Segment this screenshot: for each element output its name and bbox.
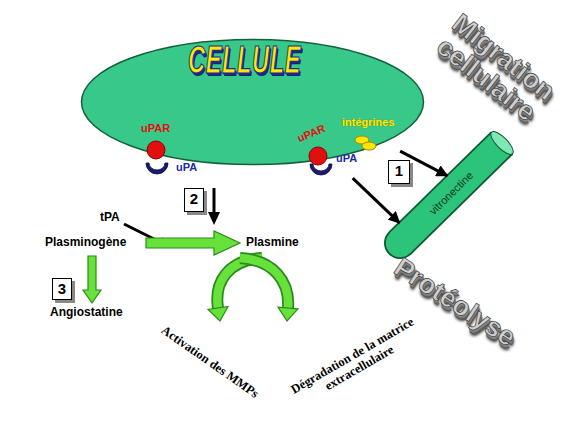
binding-arrow — [400, 151, 447, 176]
cylinder-outline — [400, 143, 502, 243]
callout-number: 3 — [53, 281, 71, 298]
curved-arrow — [240, 258, 288, 308]
ligand-symbol — [310, 164, 332, 175]
molecule-label: tPA — [100, 211, 120, 225]
callout-number: 1 — [389, 163, 409, 180]
cell-membrane — [82, 40, 424, 165]
integrin-label: intégrines — [342, 116, 395, 128]
process-label: Activation des MMPs — [159, 323, 262, 401]
activation-arrow-line — [213, 188, 216, 213]
molecule-label: Plasminogène — [45, 236, 126, 250]
ligand-symbol — [146, 163, 168, 174]
cylinder-body — [400, 143, 502, 243]
receptor-circle: uPAR — [300, 130, 340, 168]
vitronectin-cylinder: vitronectine — [380, 125, 520, 260]
conversion-arrow — [146, 231, 240, 255]
cell-ellipse: CELLULEuPARuPARintégrines — [80, 38, 425, 166]
cylinder-cap — [488, 128, 517, 157]
receptor-circle: uPAR — [138, 122, 174, 160]
curved-arrow-outline — [240, 258, 288, 308]
molecule-label: Plasmine — [246, 236, 299, 250]
receptor-symbol — [309, 147, 327, 165]
ligand-label: uPA — [336, 152, 357, 164]
receptor-label: uPAR — [141, 122, 170, 134]
callout-number: 2 — [185, 191, 203, 208]
cylinder-body — [386, 229, 414, 257]
cell-title: CELLULE — [188, 40, 301, 82]
ligand-label: uPA — [176, 161, 197, 173]
process-label: Dégradation de la matrice extracellulair… — [284, 312, 428, 412]
integrin-symbol: intégrines — [338, 116, 400, 154]
ligand-crescent: uPA — [310, 152, 368, 178]
callout-box: 1 — [388, 160, 410, 184]
callout-box: 2 — [184, 188, 204, 212]
integrin-part — [362, 142, 376, 150]
ligand-crescent: uPA — [140, 158, 204, 178]
binding-arrow — [353, 178, 400, 223]
callout-box: 3 — [52, 278, 72, 300]
molecule-label: Angiostatine — [50, 306, 123, 320]
curved-arrow-head — [278, 307, 298, 321]
curved-arrow-head — [208, 307, 228, 322]
process-title: Migration cellulaire — [419, 0, 572, 136]
conversion-arrow — [83, 256, 101, 303]
activation-arrow-head — [208, 212, 220, 225]
receptor-symbol — [147, 141, 165, 159]
